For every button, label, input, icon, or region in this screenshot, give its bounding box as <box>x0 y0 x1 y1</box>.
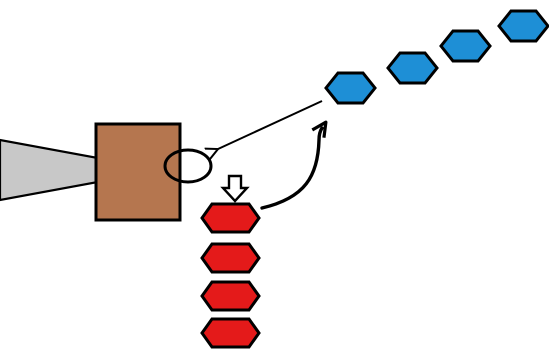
red-hexagon-icon <box>200 280 261 312</box>
down-arrow-icon <box>220 174 250 203</box>
curved-arrow-icon <box>260 120 328 210</box>
gray-cone-icon <box>0 138 100 202</box>
thin-arrow-icon <box>218 100 323 149</box>
blue-hexagon-icon <box>324 71 377 105</box>
blue-hexagon-chain <box>324 9 549 105</box>
red-hexagon-chain <box>200 202 261 349</box>
ring-icon <box>163 148 213 184</box>
blue-hexagon-icon <box>497 9 549 43</box>
blue-hexagon-icon <box>439 29 492 63</box>
red-hexagon-icon <box>200 202 261 234</box>
red-hexagon-icon <box>200 242 261 274</box>
blue-hexagon-icon <box>386 51 439 85</box>
red-hexagon-icon <box>200 317 261 349</box>
